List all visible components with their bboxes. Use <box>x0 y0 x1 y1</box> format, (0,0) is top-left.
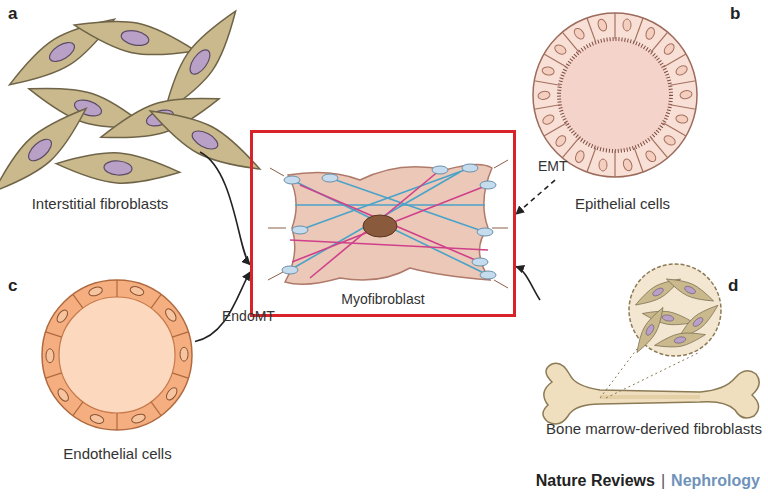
cell-caption: Interstitial fibroblasts <box>0 195 200 213</box>
transition-label: EndoMT <box>222 308 275 324</box>
transition-arrow <box>200 152 250 265</box>
fibroblast <box>71 10 199 65</box>
transition-arrow <box>516 267 540 300</box>
panel-letter: a <box>8 4 17 24</box>
myofibroblast-cell <box>268 160 508 288</box>
cell-panel: Endothelial cells <box>40 275 195 465</box>
cell-caption: Myofibroblast <box>253 290 513 308</box>
fibroblast <box>55 149 181 188</box>
journal-name: | <box>661 472 665 490</box>
cell-panel: Epithelial cells <box>555 10 690 215</box>
fibroblast <box>0 97 96 202</box>
cell-caption: Bone marrow-derived fibroblasts <box>540 420 768 438</box>
fibroblast-cells <box>0 3 267 203</box>
bone <box>543 264 759 424</box>
cell-caption: Epithelial cells <box>555 195 690 213</box>
panel-letter: b <box>730 4 740 24</box>
panel-letter: c <box>8 276 17 296</box>
journal-name: Nephrology <box>671 472 760 490</box>
cell-panel: Interstitial fibroblasts <box>0 5 200 215</box>
cell-caption: Endothelial cells <box>40 445 195 463</box>
panel-letter: d <box>728 276 738 296</box>
myofibroblast-box: Myofibroblast <box>250 130 516 317</box>
journal-name: Nature Reviews <box>536 472 655 490</box>
journal-credit: Nature Reviews | Nephrology <box>536 472 760 490</box>
endothelial-ring <box>37 278 197 432</box>
transition-arrow <box>195 272 250 341</box>
epithelial-ring <box>531 12 698 177</box>
transition-arrow <box>516 180 555 214</box>
fibroblast <box>1 6 122 97</box>
transition-label: EMT <box>538 158 568 174</box>
